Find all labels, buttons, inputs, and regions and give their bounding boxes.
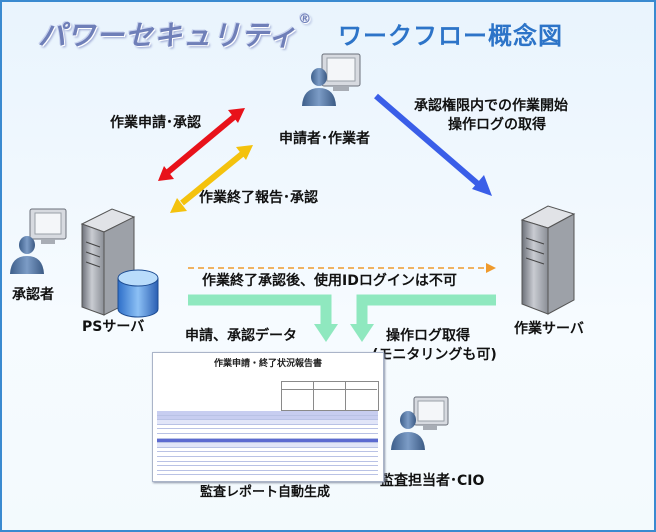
request-data-label: 申請、承認データ [185,328,297,344]
report-row [157,411,378,416]
start-work-label-line2: 操作ログの取得 [448,117,546,133]
report-row [157,452,378,457]
login-disabled-label: 作業終了承認後、使用IDログインは不可 [202,273,457,289]
approval-cell [346,382,377,410]
start-work-label-line1: 承認権限内での作業開始 [414,98,568,114]
report-row [157,429,378,434]
approver-label: 承認者 [12,287,54,303]
report-document-title: 作業申請・終了状況報告書 [213,359,322,369]
request-approval-label: 作業申請･承認 [110,115,201,131]
audit-report-thumbnail: 作業申請・終了状況報告書 [152,352,384,482]
start-work-arrow [374,93,492,196]
diagram-title: ワークフロー概念図 [338,22,563,50]
report-approval-boxes [281,381,379,411]
log-collect-label-line1: 操作ログ取得 [386,328,470,344]
report-table [157,411,378,476]
approver-person-icon [10,208,67,274]
report-caption: 監査レポート自動生成 [200,485,331,500]
request-data-arrow [188,294,338,342]
report-row [157,434,378,439]
completion-report-arrow [170,145,253,213]
ps-server-label: PSサーバ [82,319,145,335]
power-security-logo: パワーセキュリティ® [38,12,313,54]
report-row [157,443,378,448]
approval-cell [282,382,314,410]
completion-report-label: 作業終了報告･承認 [199,190,318,206]
work-server-icon [520,205,576,315]
auditor-person-icon [391,396,449,450]
report-row [157,438,378,444]
applicant-person-icon [302,53,361,106]
report-row [157,420,378,425]
work-server-label: 作業サーバ [514,321,584,337]
database-icon [117,269,159,318]
report-row [157,425,378,430]
report-row [157,466,378,471]
log-collect-label-line2: (モニタリングも可) [372,347,497,363]
login-disabled-arrow [188,263,496,273]
report-row [157,462,378,467]
logo-text: パワーセキュリティ [38,19,298,52]
request-approval-arrow [158,108,245,181]
report-row [157,415,378,421]
report-row [157,448,378,453]
report-row [157,457,378,462]
report-row [157,471,378,476]
registered-mark: ® [298,12,313,27]
approval-cell [314,382,346,410]
applicant-label: 申請者･作業者 [279,131,370,147]
log-collect-arrow [350,294,496,342]
auditor-label: 監査担当者･CIO [380,473,485,489]
